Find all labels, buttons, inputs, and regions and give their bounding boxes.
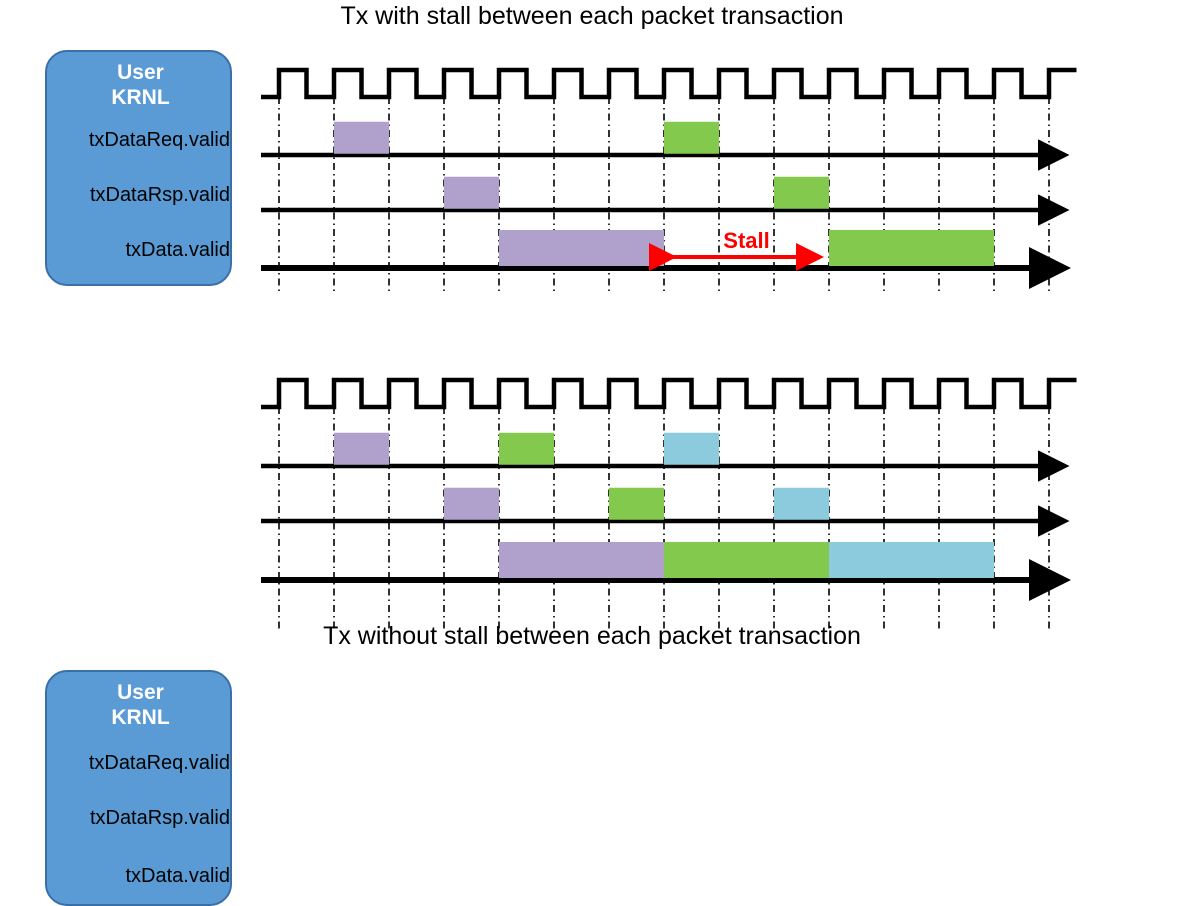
diagram-1-clock-waveform <box>261 67 1077 100</box>
krnl-box-line-2: KRNL <box>111 706 170 729</box>
diagram-2-clock-waveform <box>261 377 1077 410</box>
diagram-2-signal-label-txdatarsp: txDataRsp.valid <box>89 807 230 829</box>
diagram-2-title: Tx without stall between each packet tra… <box>323 622 861 650</box>
krnl-box-line-2: KRNL <box>111 86 170 109</box>
diagram-2-signal-label-txdatareq: txDataReq.valid <box>88 752 230 774</box>
diagram-1-signal-pulses <box>334 121 994 266</box>
diagram-2-signal-baselines <box>261 450 1071 601</box>
diagram-1-signal-baselines <box>261 139 1071 289</box>
diagram-2-signal-label-txdata: txData.valid <box>125 865 231 887</box>
diagram-1-krnl-box: User KRNL <box>45 50 232 286</box>
diagram-1-gridlines <box>278 97 1050 293</box>
diagram-2-gridlines <box>278 407 1050 632</box>
timing-diagram-without-stall: Tx without stall between each packet tra… <box>0 310 1184 906</box>
diagram-1-title: Tx with stall between each packet transa… <box>340 2 844 30</box>
diagram-1-signal-label-txdatareq: txDataReq.valid <box>88 129 230 151</box>
diagram-1-signal-label-txdatarsp: txDataRsp.valid <box>89 184 230 206</box>
stall-label: Stall <box>723 228 770 253</box>
krnl-box-line-1: User <box>117 681 164 704</box>
diagram-1-signal-label-txdata: txData.valid <box>125 239 231 261</box>
diagram-2-signal-pulses <box>334 432 994 578</box>
timing-diagram-with-stall: Tx with stall between each packet transa… <box>0 0 1184 310</box>
krnl-box-line-1: User <box>117 61 164 84</box>
